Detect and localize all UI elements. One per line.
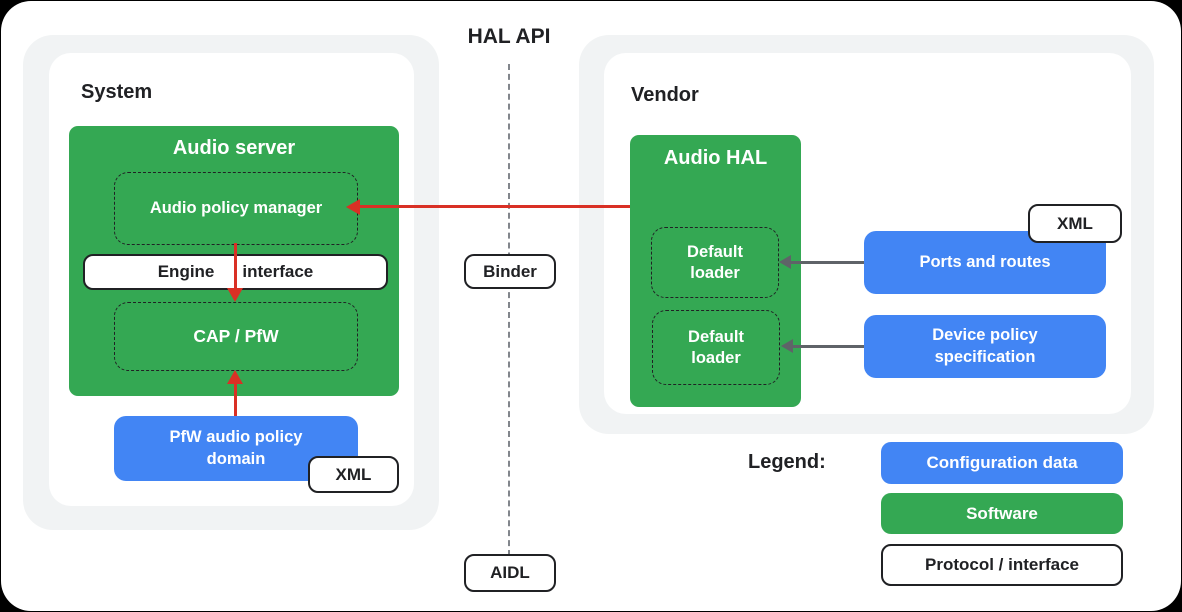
audio-hal-box: Audio HAL Default loader Default loader	[630, 135, 801, 407]
binder-pill: Binder	[464, 254, 556, 289]
red-arrow-down-icon	[227, 288, 243, 302]
gray-arrow-left-top-icon	[779, 255, 791, 269]
legend-title: Legend:	[748, 451, 826, 473]
pfw-audio-policy-domain-label: PfW audio policy domain	[169, 428, 303, 468]
audio-hal-title: Audio HAL	[663, 147, 768, 169]
red-arrow-hal-to-policy-manager-line	[358, 205, 630, 208]
legend-item-protocol-interface: Protocol / interface	[881, 544, 1123, 586]
default-loader-bottom-label: Default loader	[688, 327, 744, 367]
vendor-xml-pill: XML	[1028, 204, 1122, 243]
vendor-title: Vendor	[631, 84, 699, 106]
legend-item-software: Software	[881, 493, 1123, 534]
gray-arrow-ports-to-loader-line	[790, 261, 864, 264]
red-arrow-up-icon	[227, 370, 243, 384]
engine-label: Engine	[157, 262, 215, 281]
default-loader-bottom-box: Default loader	[652, 310, 780, 385]
red-arrow-policy-manager-to-cap-line	[234, 243, 237, 290]
audio-policy-manager-box: Audio policy manager	[114, 172, 358, 245]
red-arrow-left-icon	[346, 199, 360, 215]
red-arrow-pfw-domain-to-cap-line	[234, 382, 237, 416]
default-loader-top-label: Default loader	[687, 242, 743, 282]
legend-item-configuration-data: Configuration data	[881, 442, 1123, 484]
system-xml-pill: XML	[308, 456, 399, 493]
ports-and-routes-label: Ports and routes	[919, 252, 1051, 271]
hal-api-title: HAL API	[467, 25, 551, 48]
audio-server-title: Audio server	[172, 137, 296, 159]
device-policy-spec-box: Device policy specification	[864, 315, 1106, 378]
default-loader-top-box: Default loader	[651, 227, 779, 298]
audio-policy-manager-label: Audio policy manager	[149, 199, 323, 218]
gray-arrow-device-policy-to-loader-line	[792, 345, 864, 348]
aidl-pill: AIDL	[464, 554, 556, 592]
system-title: System	[81, 81, 153, 103]
device-policy-spec-label: Device policy specification	[932, 326, 1038, 366]
gray-arrow-left-bottom-icon	[781, 339, 793, 353]
cap-pfw-box: CAP / PfW	[114, 302, 358, 371]
interface-label: interface	[242, 262, 314, 281]
cap-pfw-label: CAP / PfW	[193, 325, 279, 346]
hal-api-divider-line	[508, 64, 510, 556]
